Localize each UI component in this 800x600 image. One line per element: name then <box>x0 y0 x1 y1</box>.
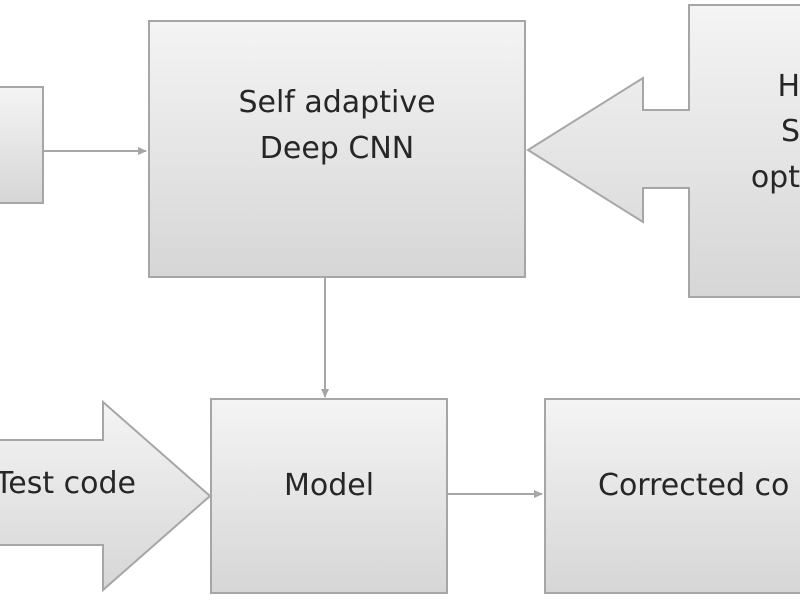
input-box <box>0 86 44 204</box>
optimizer-label-line2: S <box>781 114 800 149</box>
self-adaptive-cnn-box: Self adaptive Deep CNN <box>148 20 526 278</box>
corrected-code-box: Corrected co <box>544 398 800 594</box>
test-code-label: Test code <box>0 466 136 501</box>
test-code-arrow-shape: Test code <box>0 399 212 593</box>
model-label: Model <box>284 468 374 503</box>
model-box: Model <box>210 398 448 594</box>
corrected-code-label: Corrected co <box>598 468 789 503</box>
optimizer-arrow-shape: H S opt <box>526 4 800 298</box>
cnn-label-line2: Deep CNN <box>260 131 414 166</box>
cnn-label-line1: Self adaptive <box>238 85 435 120</box>
optimizer-label-line1: H <box>777 69 800 104</box>
optimizer-label-line3: opt <box>751 160 800 195</box>
